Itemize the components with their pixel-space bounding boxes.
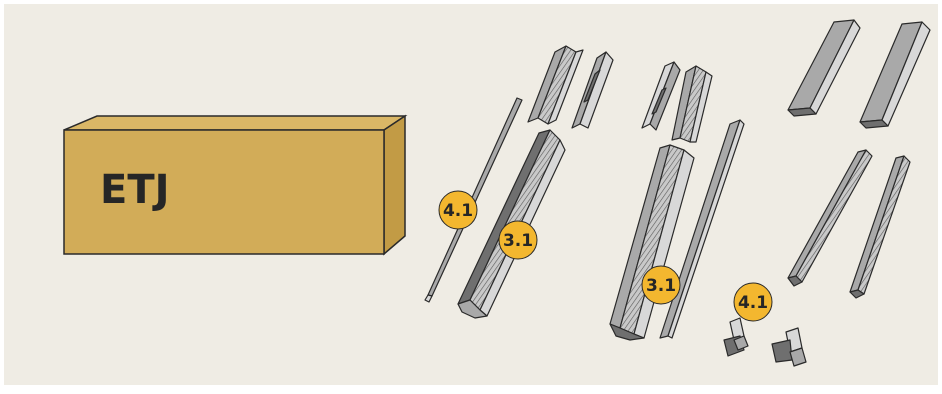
clip-left	[724, 318, 748, 356]
right-top-block-b	[860, 22, 930, 128]
middle-top-short-piece-a	[642, 62, 680, 130]
product-box: ETJ	[64, 116, 405, 254]
badge-4-1-right: 4.1	[734, 283, 772, 321]
middle-top-short-piece-b	[672, 66, 712, 142]
box-side-face	[384, 116, 405, 254]
badge-label: 3.1	[503, 231, 533, 251]
box-top-face	[64, 116, 405, 130]
badge-3-1-left: 3.1	[499, 221, 537, 259]
left-top-short-piece-a	[528, 46, 583, 124]
right-top-block-a	[788, 20, 860, 116]
badge-label: 4.1	[443, 201, 473, 221]
badge-label: 4.1	[738, 293, 768, 313]
box-label: ETJ	[100, 167, 170, 213]
clip-right	[772, 328, 806, 366]
badge-3-1-right: 3.1	[642, 266, 680, 304]
badge-4-1-left: 4.1	[439, 191, 477, 229]
badge-label: 3.1	[646, 276, 676, 296]
